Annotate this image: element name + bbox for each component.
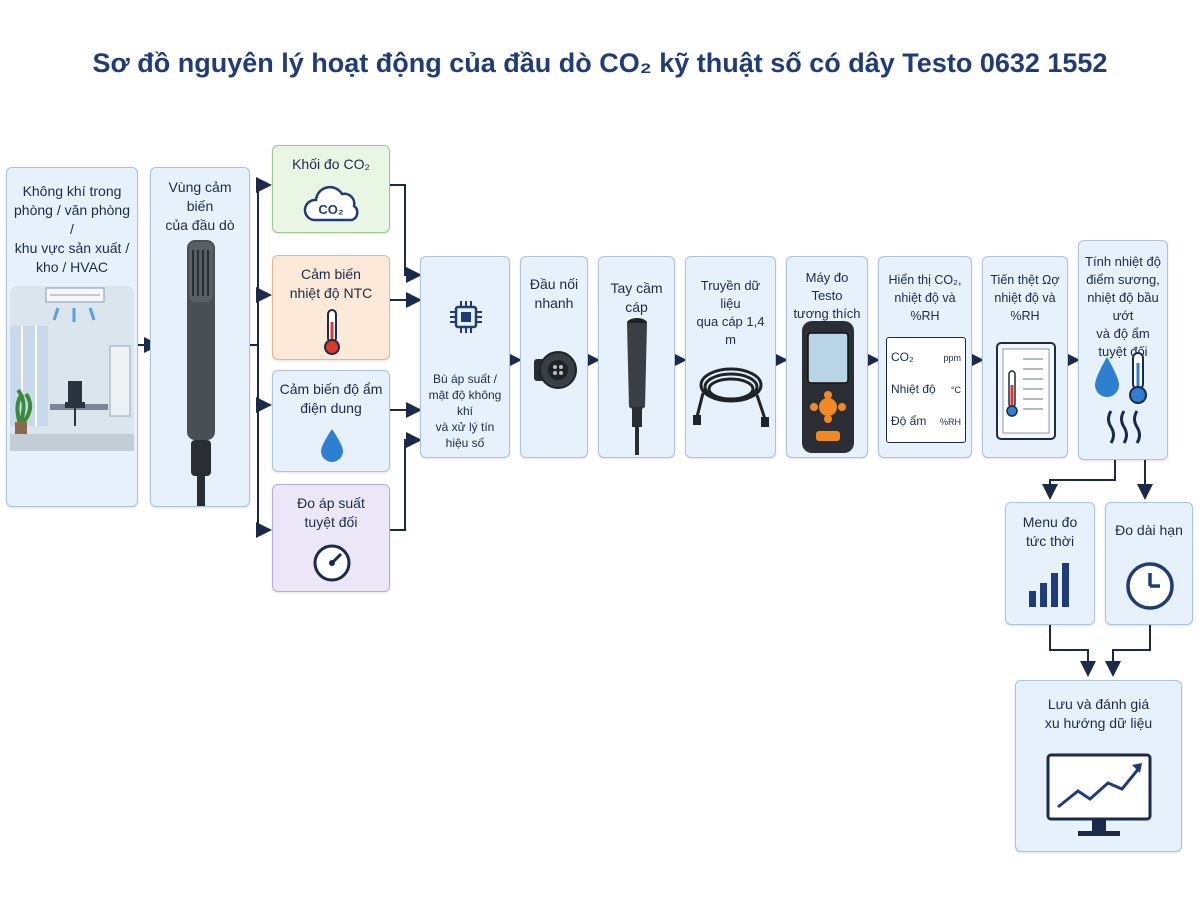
instant-measure-label: Menu đo tức thời [1022, 514, 1078, 549]
humidity-label: Cảm biến độ ẩm điện dung [279, 381, 383, 416]
clock-icon [1126, 562, 1174, 610]
quick-connector-label: Đầu nối nhanh [529, 276, 579, 311]
monitor-trend-icon [1046, 753, 1152, 836]
node-sensor-zone: Vùng cảm biến của đầu dò [150, 167, 250, 507]
readout-temperature: Nhiệt độ °C [891, 382, 961, 396]
ambient-air-label: Không khí trong phòng / văn phòng / khu … [14, 183, 130, 275]
office-room-icon [10, 286, 134, 451]
drop-thermometer-icon [1095, 352, 1147, 444]
handle-icon [627, 318, 647, 455]
signal-processing-label: Bù áp suất / mật độ không khí và xử lý t… [428, 372, 502, 450]
node-save-trend: Lưu và đánh giá xu hướng dữ liệu [1015, 680, 1182, 852]
ntc-label: Cảm biến nhiệt độ NTC [289, 266, 373, 301]
cable-handle-label: Tay cầm cáp [610, 280, 663, 315]
sensor-zone-label: Vùng cảm biến của đầu dò [165, 179, 235, 233]
node-signal-processing: Bù áp suất / mật độ không khí và xử lý t… [420, 256, 510, 458]
node-co2-block: Khối đo CO₂ CO₂ [272, 145, 390, 233]
pressure-label: Đo áp suất tuyệt đối [297, 495, 365, 530]
node-derived-calculation: Tính nhiệt độ điểm sương, nhiệt độ bầu ư… [1078, 240, 1168, 460]
node-ntc-sensor: Cảm biến nhiệt độ NTC [272, 255, 390, 360]
node-cable-handle: Tay cầm cáp [598, 256, 675, 458]
node-long-term: Đo dài hạn [1105, 502, 1193, 625]
co2-cloud-icon [303, 185, 359, 222]
cable-coil-icon [693, 367, 769, 427]
node-ambient-air: Không khí trong phòng / văn phòng / khu … [6, 167, 138, 507]
display-label: Hiển thị CO₂, nhiệt độ và %RH [888, 273, 962, 323]
node-humidity-sensor: Cảm biến độ ẩm điện dung [272, 370, 390, 472]
derived-calculation-label: Tính nhiệt độ điểm sương, nhiệt độ bầu ư… [1085, 254, 1161, 359]
node-temperature-progress: Tiến thệt Ωợ nhiệt độ và %RH [982, 256, 1068, 458]
water-drop-icon [321, 429, 343, 462]
temperature-progress-label: Tiến thệt Ωợ nhiệt độ và %RH [990, 273, 1060, 323]
readout-panel: CO₂ ppm Nhiệt độ °C Độ ẩm %RH [886, 337, 966, 443]
bar-chart-icon [1029, 563, 1069, 607]
node-display: Hiển thị CO₂, nhiệt độ và %RH CO₂ ppm Nh… [878, 256, 972, 458]
meter-device-icon [802, 321, 854, 453]
probe-icon [187, 240, 215, 506]
node-instant-measure: Menu đo tức thời [1005, 502, 1095, 625]
co2-icon-text: CO₂ [318, 202, 344, 217]
testo-meter-label: Máy đo Testo tương thích [793, 270, 861, 321]
node-testo-meter: Máy đo Testo tương thích [786, 256, 868, 458]
connector-icon [534, 351, 577, 389]
readout-humidity: Độ ẩm %RH [891, 414, 961, 428]
node-quick-connector: Đầu nối nhanh [520, 256, 588, 458]
gauge-icon [313, 544, 351, 582]
node-cable-transfer: Truyền dữ liệu qua cáp 1,4 m [685, 256, 776, 458]
thermometer-icon [324, 309, 340, 355]
diagram-title: Sơ đồ nguyên lý hoạt động của đầu dò CO₂… [92, 48, 1108, 78]
readout-co2: CO₂ ppm [891, 350, 961, 364]
long-term-label: Đo dài hạn [1115, 522, 1183, 538]
chip-icon [450, 301, 482, 333]
co2-block-label: Khối đo CO₂ [292, 156, 370, 172]
tablet-thermometer-icon [996, 342, 1056, 440]
node-pressure-sensor: Đo áp suất tuyệt đối [272, 484, 390, 592]
save-trend-label: Lưu và đánh giá xu hướng dữ liệu [1044, 696, 1153, 731]
cable-transfer-label: Truyền dữ liệu qua cáp 1,4 m [696, 278, 765, 347]
